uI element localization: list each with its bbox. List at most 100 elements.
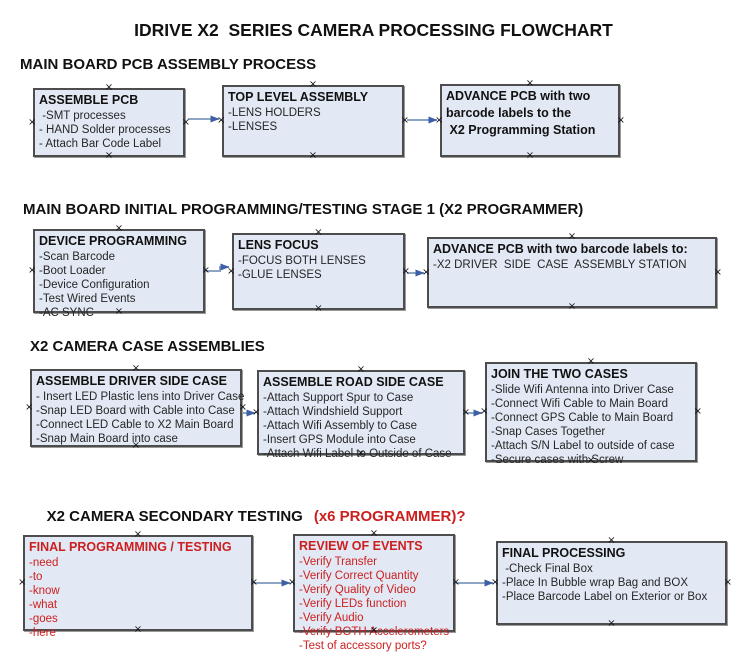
connection-handle-left[interactable]: × [435, 114, 444, 126]
connection-handle-top[interactable]: × [567, 231, 577, 242]
connection-handle-left[interactable]: × [25, 402, 34, 413]
box-title: ADVANCE PCB with two barcode labels to t… [446, 89, 596, 137]
connector-arrow-row2-a[interactable] [206, 263, 230, 272]
connection-handle-left[interactable]: × [480, 406, 489, 417]
connection-handle-top[interactable]: × [525, 78, 535, 89]
section-heading-pcb-assembly: MAIN BOARD PCB ASSEMBLY PROCESS [20, 56, 317, 73]
flow-box-device-programming[interactable]: DEVICE PROGRAMMING -Scan Barcode -Boot Lo… [28, 224, 210, 320]
connection-handle-right[interactable]: × [723, 577, 732, 588]
box-items: -Check Final Box-Place In Bubble wrap Ba… [502, 562, 721, 604]
box-item: -Verify Quality of Video [299, 584, 416, 596]
flow-box-assemble-road-side-case[interactable]: ASSEMBLE ROAD SIDE CASE -Attach Support … [252, 365, 470, 461]
connection-handle-top[interactable]: × [369, 528, 379, 539]
box-title: LENS FOCUS [238, 238, 319, 252]
connection-handle-bottom[interactable]: × [133, 624, 143, 635]
box-item: -Attach Wifi Label to Outside of Case [263, 448, 452, 460]
box-item: - HAND Solder processes [39, 124, 171, 136]
connection-handle-left[interactable]: × [28, 265, 37, 276]
connection-handle-bottom[interactable]: × [369, 625, 379, 636]
box-item: -Attach S/N Label to outside of case [491, 440, 675, 452]
connection-handle-left[interactable]: × [252, 406, 261, 418]
connection-handle-right[interactable]: × [249, 577, 258, 588]
connection-handle-right[interactable]: × [451, 577, 460, 588]
section-heading-case-assemblies: X2 CAMERA CASE ASSEMBLIES [30, 338, 265, 355]
box-item: -need [29, 557, 59, 569]
box-item: -LENSES [228, 121, 278, 133]
box-item: - Attach Bar Code Label [39, 138, 162, 150]
connection-handle-bottom[interactable]: × [314, 303, 323, 314]
flow-box-lens-focus[interactable]: LENS FOCUS -FOCUS BOTH LENSES-GLUE LENSE… [227, 228, 410, 314]
connection-handle-left[interactable]: × [227, 265, 236, 277]
connection-handle-right[interactable]: × [616, 114, 625, 126]
connection-handle-bottom[interactable]: × [356, 448, 366, 459]
box-title: REVIEW OF EVENTS [299, 539, 423, 553]
flow-box-assemble-driver-side-case[interactable]: ASSEMBLE DRIVER SIDE CASE - Insert LED P… [25, 364, 247, 451]
connection-handle-top[interactable]: × [308, 79, 318, 90]
section-heading-secondary-testing-black: X2 CAMERA SECONDARY TESTING [46, 508, 303, 525]
box-items: -FOCUS BOTH LENSES-GLUE LENSES [238, 254, 399, 282]
box-item: -Verify Correct Quantity [299, 570, 419, 582]
box-item: -LENS HOLDERS [228, 107, 321, 119]
box-title: ADVANCE PCB with two barcode labels to: [433, 242, 688, 256]
connection-handle-left[interactable]: × [491, 577, 500, 588]
flow-box-join-the-two-cases[interactable]: JOIN THE TWO CASES -Slide Wifi Antenna i… [480, 357, 702, 467]
connection-handle-bottom[interactable]: × [114, 306, 124, 317]
flow-box-advance-pcb-programming-station[interactable]: ADVANCE PCB with two barcode labels to t… [435, 79, 625, 161]
flow-box-final-processing[interactable]: FINAL PROCESSING -Check Final Box-Place … [491, 536, 732, 629]
box-title: FINAL PROCESSING [502, 546, 626, 560]
connection-handle-right[interactable]: × [400, 115, 409, 126]
connection-handle-right[interactable]: × [461, 406, 470, 418]
section-heading-initial-programming: MAIN BOARD INITIAL PROGRAMMING/TESTING S… [23, 201, 584, 218]
connection-handle-right[interactable]: × [181, 116, 190, 128]
connection-handle-top[interactable]: × [356, 364, 366, 375]
connection-handle-bottom[interactable]: × [104, 150, 114, 161]
box-item: -Boot Loader [39, 265, 106, 277]
flow-box-assemble-pcb[interactable]: ASSEMBLE PCB -SMT processes- HAND Solder… [28, 83, 190, 161]
page-title: IDRIVE X2 SERIES CAMERA PROCESSING FLOWC… [134, 20, 613, 40]
connection-handle-top[interactable]: × [104, 82, 114, 93]
connection-handle-right[interactable]: × [238, 402, 247, 413]
box-title: JOIN THE TWO CASES [491, 367, 628, 381]
connection-handle-right[interactable]: × [201, 265, 210, 276]
box-item: -what [29, 599, 58, 611]
connection-handle-left[interactable]: × [288, 577, 297, 588]
connection-handle-bottom[interactable]: × [586, 455, 596, 466]
box-item: -AC SYNC [39, 307, 94, 319]
connection-handle-top[interactable]: × [314, 227, 323, 238]
connection-handle-left[interactable]: × [217, 115, 226, 126]
connection-handle-top[interactable]: × [133, 529, 143, 540]
connection-handle-right[interactable]: × [401, 265, 410, 277]
connection-handle-left[interactable]: × [18, 577, 27, 588]
connection-handle-left[interactable]: × [422, 266, 431, 278]
box-item: - Insert LED Plastic lens into Driver Ca… [36, 391, 245, 403]
connection-handle-bottom[interactable]: × [308, 150, 318, 161]
box-item: -Snap LED Board with Cable into Case [36, 405, 235, 417]
connection-handle-top[interactable]: × [114, 223, 124, 234]
flow-box-final-programming-testing[interactable]: FINAL PROGRAMMING / TESTING -need-to-kno… [18, 530, 258, 640]
flow-box-review-of-events[interactable]: REVIEW OF EVENTS -Verify Transfer-Verify… [288, 529, 460, 653]
box-item: -Test of accessory ports? [299, 640, 427, 652]
box-item: -Verify Audio [299, 612, 364, 624]
connection-handle-top[interactable]: × [586, 356, 596, 367]
connection-handle-bottom[interactable]: × [131, 440, 141, 451]
box-items: -SMT processes- HAND Solder processes- A… [39, 109, 179, 151]
flow-box-top-level-assembly[interactable]: TOP LEVEL ASSEMBLY -LENS HOLDERS-LENSES … [217, 80, 409, 161]
box-title: DEVICE PROGRAMMING [39, 234, 187, 248]
connection-handle-right[interactable]: × [693, 406, 702, 417]
box-item: -Scan Barcode [39, 251, 116, 263]
flow-box-advance-pcb-driver-side-station[interactable]: ADVANCE PCB with two barcode labels to: … [422, 232, 722, 312]
connection-handle-bottom[interactable]: × [607, 618, 616, 629]
connection-handle-top[interactable]: × [607, 535, 616, 546]
box-item: -X2 DRIVER SIDE CASE ASSEMBLY STATION [433, 259, 687, 271]
box-item: -Test Wired Events [39, 293, 136, 305]
box-item: -Connect Wifi Cable to Main Board [491, 398, 669, 410]
connection-handle-bottom[interactable]: × [567, 301, 577, 312]
connection-handle-right[interactable]: × [713, 266, 722, 278]
box-title: TOP LEVEL ASSEMBLY [228, 90, 369, 104]
connection-handle-left[interactable]: × [28, 116, 37, 128]
connection-handle-bottom[interactable]: × [525, 150, 535, 161]
box-title: ASSEMBLE DRIVER SIDE CASE [36, 374, 228, 388]
connection-handle-top[interactable]: × [131, 363, 141, 374]
